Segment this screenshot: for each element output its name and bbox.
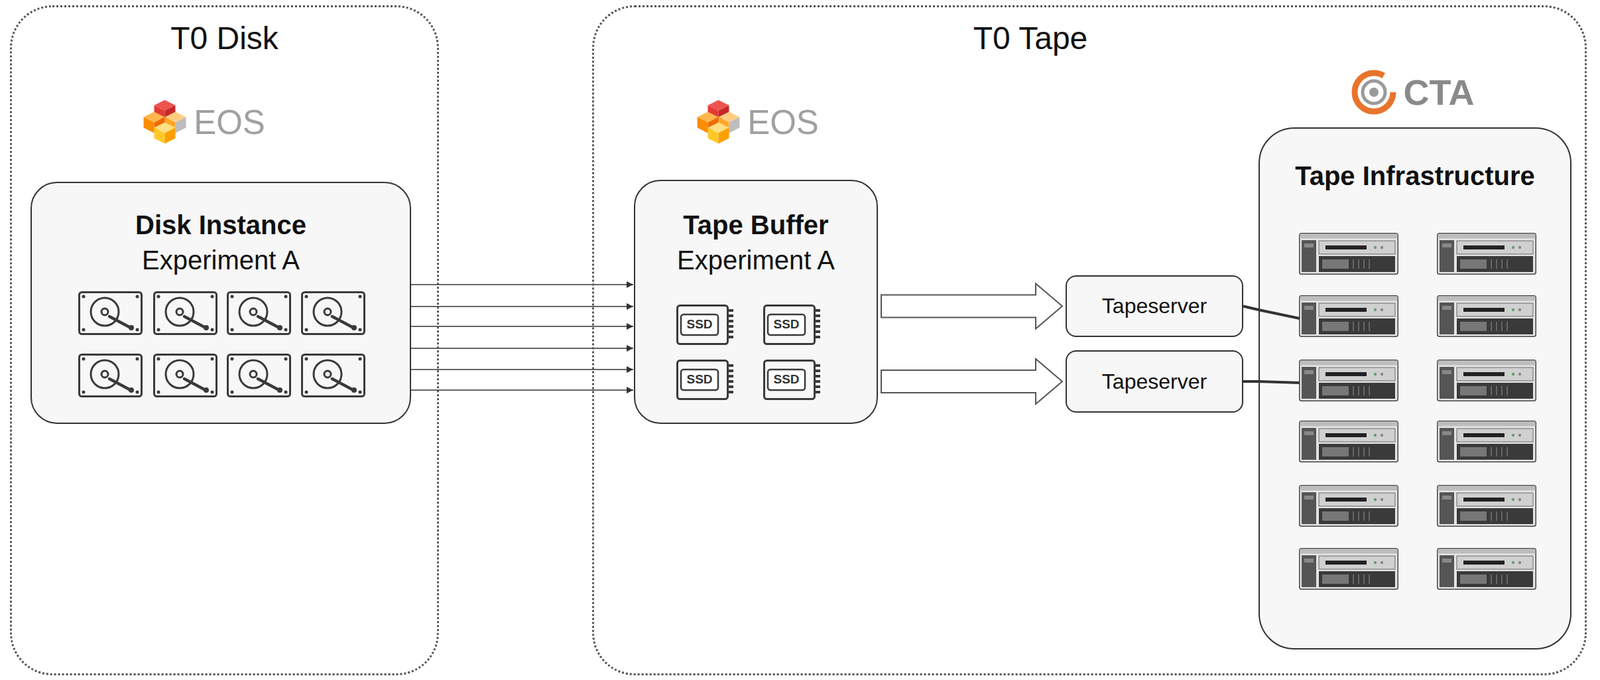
server-box: Tapeserver [1065, 275, 1244, 337]
tape-drive [1437, 485, 1537, 527]
transfer-arrow [411, 389, 634, 391]
cta-logo [1354, 72, 1394, 112]
hdd-icon [79, 354, 142, 397]
hdd-icon [154, 354, 217, 397]
storage-box: Disk InstanceExperiment A [30, 181, 412, 424]
node-subtitle: Experiment A [676, 244, 835, 276]
logo-text: EOS [747, 102, 819, 143]
transfer-arrow [411, 368, 634, 370]
tape-drive [1437, 548, 1537, 590]
logo-text: EOS [193, 102, 266, 143]
hdd-icon [302, 292, 365, 335]
node-title: Tape Infrastructure [1294, 159, 1536, 192]
hdd-icon [228, 292, 291, 335]
ssd-icon [677, 305, 735, 345]
node-title: T0 Tape [973, 19, 1089, 58]
icon-label: SSD [773, 316, 800, 333]
transfer-arrow [411, 305, 634, 308]
icon-label: SSD [686, 316, 713, 333]
tape-drive [1437, 360, 1537, 402]
node-title: Tapeserver [1102, 368, 1207, 394]
buffer-box: Tape BufferExperiment A [633, 179, 878, 424]
drive-cable [1258, 381, 1300, 383]
server-box: Tapeserver [1065, 350, 1244, 413]
ssd-icon [764, 360, 821, 400]
tape-drive [1299, 233, 1399, 275]
eos-logo [143, 100, 187, 144]
transfer-arrow [411, 283, 634, 286]
node-subtitle: Experiment A [141, 244, 300, 276]
node-title: T0 Disk [170, 19, 279, 58]
icon-label: SSD [686, 371, 713, 388]
tape-drive [1437, 233, 1537, 275]
hdd-icon [154, 292, 217, 335]
tape-drive [1299, 295, 1399, 337]
flow-arrow [881, 283, 1063, 329]
logo-text: CTA [1403, 70, 1475, 115]
library-box: Tape Infrastructure [1258, 127, 1572, 650]
hdd-icon [228, 354, 291, 397]
tape-drive [1299, 548, 1399, 590]
hdd-icon [302, 354, 365, 397]
tape-drive [1299, 360, 1399, 402]
drive-cable [1258, 309, 1300, 319]
transfer-arrow [411, 325, 634, 327]
tape-drive [1299, 421, 1399, 463]
hdd-icon [79, 292, 142, 335]
ssd-icon [764, 305, 821, 345]
transfer-arrow [411, 347, 634, 349]
tape-drive [1437, 421, 1537, 463]
tape-drive [1299, 485, 1399, 527]
tape-drive [1437, 295, 1537, 337]
eos-logo [697, 100, 740, 144]
drive-link [1243, 306, 1259, 311]
ssd-icon [677, 360, 735, 400]
node-title: Disk Instance [135, 208, 307, 241]
flow-arrow [881, 358, 1063, 404]
drive-link [1243, 379, 1259, 383]
node-title: Tape Buffer [682, 208, 829, 241]
icon-label: SSD [773, 371, 800, 388]
node-title: Tapeserver [1102, 293, 1207, 319]
